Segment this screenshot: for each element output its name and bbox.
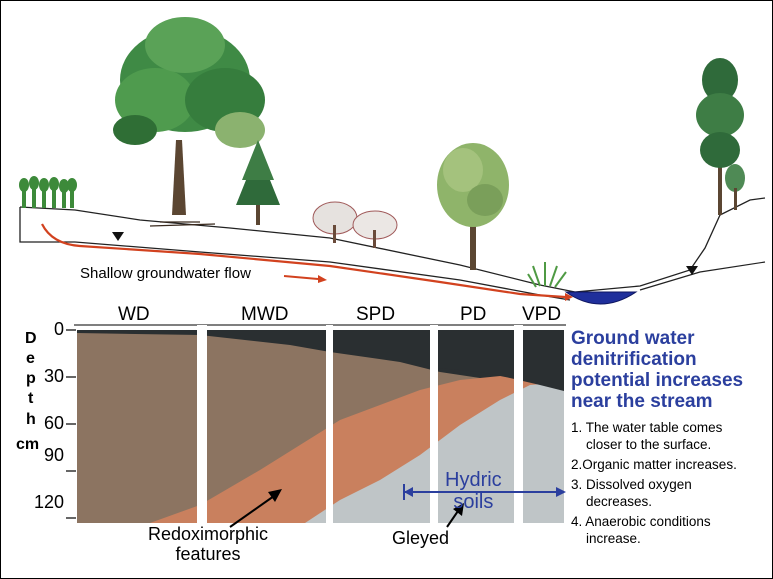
shrub-icon — [312, 201, 398, 248]
tick-label-0: 0 — [53, 319, 64, 339]
tick-label-60: 60 — [43, 413, 64, 433]
column-header-mwd: MWD — [241, 304, 289, 325]
small-pine-icon — [236, 140, 280, 225]
depth-ticks — [66, 329, 76, 519]
crop-plants-icon — [19, 176, 77, 208]
column-header-pd: PD — [460, 304, 487, 325]
gleyed-label: Gleyed — [392, 528, 450, 548]
sidebar-note-1: 1. The water table comes closer to the s… — [571, 420, 723, 452]
tick-label-120: 120 — [33, 492, 64, 512]
sidebar-note-4: 4. Anaerobic conditions increase. — [571, 514, 711, 546]
water-table-marker-icon — [686, 266, 698, 275]
redox-arrow-line — [229, 495, 275, 528]
dark-top-pd — [438, 330, 564, 392]
landscape-section — [19, 17, 766, 305]
depth-letter-t: t — [28, 390, 34, 407]
depth-letter-p: p — [26, 370, 36, 387]
flow-arrowhead-icon — [565, 293, 573, 301]
left-bank-block — [19, 207, 75, 243]
gleyed-arrow-line — [446, 510, 459, 528]
riparian-tree-icon — [437, 143, 509, 270]
tick-label-90: 90 — [43, 445, 64, 465]
tick-label-30: 30 — [43, 366, 64, 386]
column-separators — [197, 325, 523, 525]
depth-letter-e: e — [26, 350, 35, 367]
tall-pine-icon — [696, 58, 745, 215]
water-table-marker-icon — [112, 232, 124, 241]
stream-icon — [564, 291, 638, 305]
depth-letter-h: h — [26, 411, 36, 428]
ground-surface-line — [19, 197, 766, 293]
gleyed-arrowhead-icon — [453, 503, 464, 516]
hydric-arrowhead-left-icon — [404, 487, 413, 497]
depth-unit: cm — [16, 436, 40, 453]
sidebar-title: Ground water denitrification potential i… — [571, 328, 744, 412]
wetland-grass-icon — [527, 262, 567, 288]
sidebar-note-3: 3. Dissolved oxygen decreases. — [571, 477, 692, 509]
hydric-label: Hydric soils — [445, 469, 502, 513]
sidebar-note-2: 2.Organic matter increases. — [571, 457, 737, 472]
hydric-arrowhead-right-icon — [556, 487, 566, 497]
column-header-spd: SPD — [356, 304, 396, 325]
column-header-wd: WD — [118, 304, 150, 325]
column-header-vpd: VPD — [522, 304, 562, 325]
flow-label-arrow — [283, 275, 319, 280]
large-tree-icon — [113, 17, 265, 227]
redox-arrowhead-icon — [268, 489, 282, 502]
flow-label: Shallow groundwater flow — [80, 265, 251, 282]
redox-label: Redoximorphic features — [148, 524, 269, 564]
right-bank-line — [639, 261, 766, 291]
depth-letter-d: D — [25, 330, 37, 347]
groundwater-flow-path — [41, 223, 566, 299]
soil-profile-panel — [66, 324, 566, 528]
flow-label-arrowhead-icon — [318, 275, 327, 283]
